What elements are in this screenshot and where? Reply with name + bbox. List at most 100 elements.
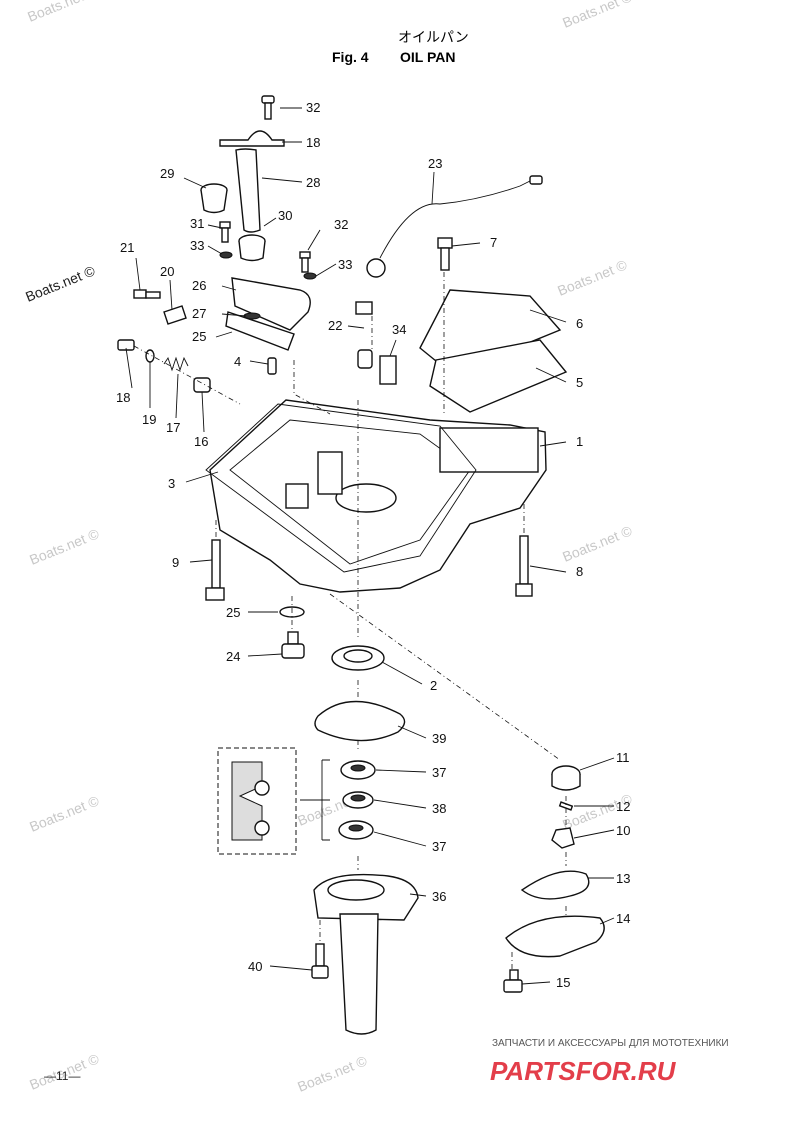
callout-18: 18 [116, 390, 130, 405]
part-16-plunger [193, 377, 211, 393]
part-37-bearing-upper [340, 760, 376, 780]
watermark: Boats.net © [25, 0, 100, 25]
callout-40: 40 [248, 959, 262, 974]
callout-30: 29 [160, 166, 174, 181]
watermark: Boats.net © [295, 1052, 370, 1095]
part-21-fitting [133, 289, 161, 299]
part-14-cover [505, 915, 605, 958]
callout-12: 12 [616, 799, 630, 814]
part-30-grommet-right [238, 234, 266, 262]
seal-arrangement-detail [217, 747, 297, 855]
callout-6: 6 [576, 316, 583, 331]
assembly-center-lines [133, 272, 567, 970]
page-title: OIL PAN [400, 49, 456, 65]
part-5-gasket [429, 339, 568, 413]
part-19-o-ring [145, 349, 155, 363]
callout-24: 24 [226, 649, 240, 664]
watermark: Boats.net © [27, 792, 102, 835]
callout-31: 18 [306, 135, 320, 150]
part-17-spring [163, 356, 189, 372]
callout-8: 8 [576, 564, 583, 579]
part-11-rotor [551, 765, 581, 791]
part-32-screw-left [219, 221, 231, 243]
part-9-bolt [205, 539, 225, 601]
part-8-bolt [515, 535, 533, 597]
callout-30: 30 [278, 208, 292, 223]
callout-3: 3 [168, 476, 175, 491]
callout-37: 37 [432, 839, 446, 854]
callout-7: 7 [490, 235, 497, 250]
callout-15: 15 [556, 975, 570, 990]
watermark: Boats.net © [560, 522, 635, 565]
brand-logo: PARTSFOR.RU [490, 1056, 677, 1086]
callout-33: 33 [338, 257, 352, 272]
page-number: —11— [44, 1069, 80, 1083]
callout-10: 10 [616, 823, 630, 838]
part-2-seal [331, 645, 385, 671]
part-13-o-ring [520, 870, 590, 900]
callout-35: 34 [392, 322, 406, 337]
callout-11: 11 [616, 750, 630, 765]
callout-5: 5 [576, 375, 583, 390]
part-34-screw [261, 95, 275, 120]
part-33-washer-right [303, 272, 317, 280]
callout-37: 37 [432, 765, 446, 780]
callout-38: 38 [432, 801, 446, 816]
part-12-pin [558, 801, 574, 811]
part-15-bolt [503, 969, 523, 993]
callout-numbers: 32 18 28 29 30 31 33 32 33 23 7 21 20 26… [116, 100, 630, 990]
callout-21: 21 [120, 240, 134, 255]
callout-22: 22 [328, 318, 342, 333]
figure-number: Fig. 4 [332, 49, 369, 65]
callout-28: 27 [192, 306, 206, 321]
part-40-bolt [311, 943, 329, 979]
part-20-bracket [163, 305, 187, 325]
part-30-grommet-left [200, 183, 228, 214]
callout-32: 32 [334, 217, 348, 232]
callout-9: 9 [172, 555, 179, 570]
callout-39: 39 [432, 731, 446, 746]
watermark: Boats.net © [560, 0, 635, 31]
part-23-cable [379, 179, 533, 259]
callout-2: 2 [430, 678, 437, 693]
leader-lines [125, 107, 615, 985]
watermark: Boats.net © [555, 256, 630, 299]
part-10-rotor-inner [551, 827, 575, 849]
callout-14: 14 [616, 911, 630, 926]
shop-tagline: ЗАПЧАСТИ И АКСЕССУАРЫ ДЛЯ МОТОТЕХНИКИ [492, 1038, 729, 1049]
part-22-switch [355, 258, 386, 369]
part-33-washer-left [219, 251, 233, 259]
callout-13: 13 [616, 871, 630, 886]
part-7-bolt [437, 237, 453, 271]
callout-19: 19 [142, 412, 156, 427]
callout-4: 4 [234, 354, 241, 369]
part-24-drain-bolt [281, 631, 305, 659]
callout-27: 25 [192, 329, 206, 344]
part-36-driveshaft-housing [313, 873, 419, 1035]
part-1-oil-pan [209, 399, 547, 593]
watermark: Boats.net © [27, 525, 102, 568]
callout-34: 32 [306, 100, 320, 115]
callout-1: 1 [576, 434, 583, 449]
callout-23: 23 [428, 156, 442, 171]
part-4-pin [267, 357, 277, 375]
callout-26: 26 [192, 278, 206, 293]
callout-29: 28 [306, 175, 320, 190]
watermark-dark: Boats.net © [23, 262, 98, 305]
part-32-screw-right [299, 251, 311, 273]
callout-17: 17 [166, 420, 180, 435]
title-japanese: オイルパン [398, 30, 469, 46]
cable-end [529, 175, 543, 185]
callout-25: 25 [226, 605, 240, 620]
part-39-gasket [314, 700, 406, 742]
callout-16: 16 [194, 434, 208, 449]
callout-20: 20 [160, 264, 174, 279]
callout-33: 33 [190, 238, 204, 253]
part-27-gasket [225, 311, 295, 351]
callout-36: 36 [432, 889, 446, 904]
part-38-seal [342, 791, 374, 809]
callout-32: 31 [190, 216, 204, 231]
part-29-hose [235, 148, 261, 233]
part-3-gasket [205, 403, 477, 573]
